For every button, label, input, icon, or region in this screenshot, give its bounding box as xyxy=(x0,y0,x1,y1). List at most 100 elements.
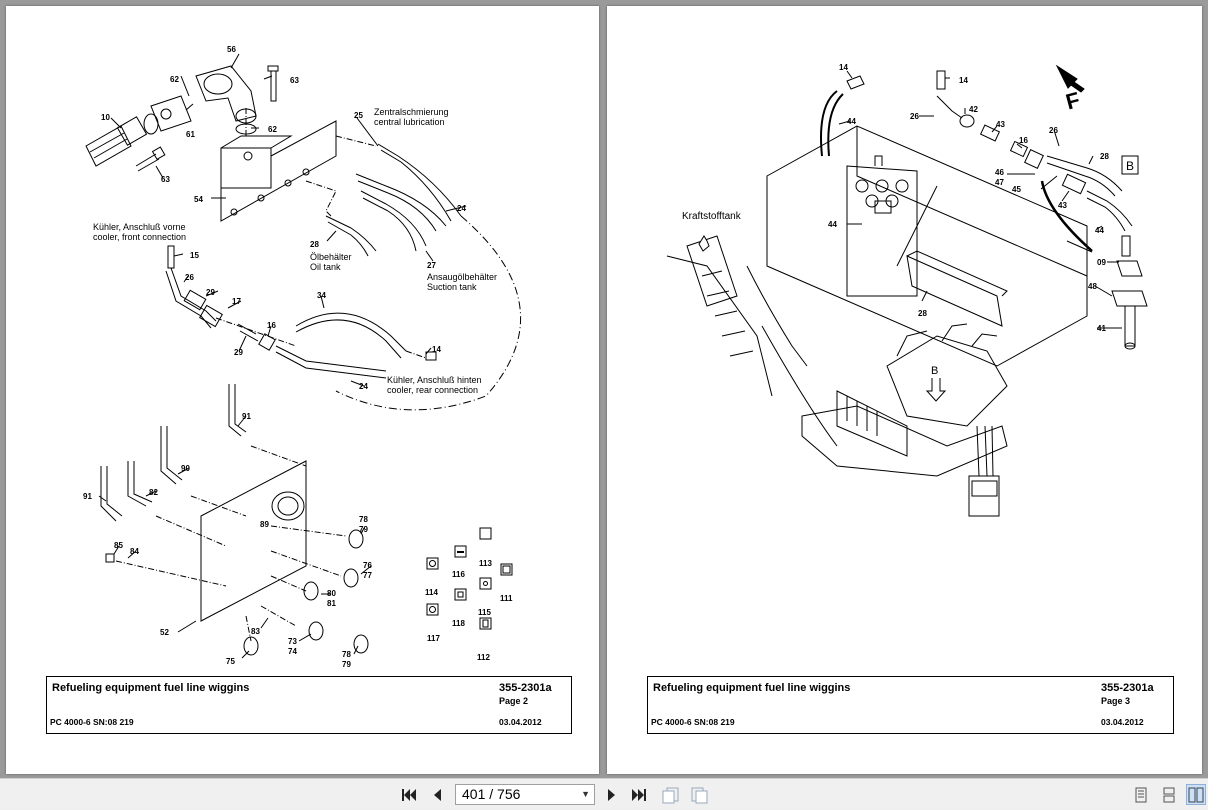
rotate-back-button[interactable] xyxy=(660,785,682,805)
skip-to-first-icon xyxy=(402,789,416,801)
callout-91: 91 xyxy=(242,412,251,421)
callout-63: 63 xyxy=(290,76,299,85)
callout-34: 34 xyxy=(317,291,326,300)
detail-box-label: B xyxy=(1126,159,1134,173)
first-page-button[interactable] xyxy=(398,785,420,805)
callout-90: 90 xyxy=(181,464,190,473)
callout-46: 46 xyxy=(995,168,1004,177)
continuous-view-button[interactable] xyxy=(1159,784,1179,805)
callout-78: 78 xyxy=(359,515,368,524)
next-page-icon xyxy=(608,789,615,801)
callout-27: 27 xyxy=(427,261,436,270)
note-suction-de: Ansaugölbehälter xyxy=(427,272,497,282)
note-cooler-rear-en: cooler, rear connection xyxy=(387,385,478,395)
callout-16: 16 xyxy=(1019,136,1028,145)
pdf-page-2: 56 62 63 10 61 63 62 25 54 24 28 27 15 2… xyxy=(6,6,599,774)
continuous-view-icon xyxy=(1163,787,1175,802)
fuel-tank-label: Kraftstofftank xyxy=(682,211,742,222)
callout-15: 15 xyxy=(190,251,199,260)
issue-date: 03.04.2012 xyxy=(499,717,542,727)
note-cooler-rear-de: Kühler, Anschluß hinten xyxy=(387,375,482,385)
callout-115: 115 xyxy=(478,608,491,617)
callout-28a: 28 xyxy=(1100,152,1109,161)
callout-14b: 14 xyxy=(959,76,968,85)
detail-arrow-label: B xyxy=(931,365,938,377)
callout-28b: 28 xyxy=(918,309,927,318)
callout-29b: 29 xyxy=(234,348,243,357)
callout-42: 42 xyxy=(969,105,978,114)
document-viewport[interactable]: 56 62 63 10 61 63 62 25 54 24 28 27 15 2… xyxy=(0,0,1208,778)
callout-79b: 79 xyxy=(342,660,351,669)
drawing-title: Refueling equipment fuel line wiggins xyxy=(52,682,250,694)
callout-14a: 14 xyxy=(839,63,848,72)
note-suction-en: Suction tank xyxy=(427,282,477,292)
rotate-forward-button[interactable] xyxy=(689,785,711,805)
callout-118: 118 xyxy=(452,619,465,628)
callout-73: 73 xyxy=(288,637,297,646)
callout-79: 79 xyxy=(359,525,368,534)
callout-29: 29 xyxy=(206,288,215,297)
page-number-select[interactable]: 401 / 756 ▼ xyxy=(455,784,595,805)
previous-page-icon xyxy=(434,789,441,801)
next-page-button[interactable] xyxy=(601,785,623,805)
callout-09: 09 xyxy=(1097,258,1106,267)
note-oil-tank-en: Oil tank xyxy=(310,262,341,272)
drawing-title: Refueling equipment fuel line wiggins xyxy=(653,682,851,694)
previous-page-button[interactable] xyxy=(426,785,448,805)
skip-to-last-icon xyxy=(632,789,646,801)
note-cooler-front-en: cooler, front connection xyxy=(93,232,186,242)
machine-overview-drawing: 14 14 44 26 42 43 16 26 28 46 47 45 43 4… xyxy=(666,63,1148,517)
two-page-view-button[interactable] xyxy=(1186,784,1206,805)
title-block: Refueling equipment fuel line wiggins PC… xyxy=(647,676,1174,734)
callout-41: 41 xyxy=(1097,324,1106,333)
callout-10: 10 xyxy=(101,113,110,122)
callout-63b: 63 xyxy=(161,175,170,184)
callout-43a: 43 xyxy=(996,120,1005,129)
callout-14: 14 xyxy=(432,345,441,354)
document-number: 355-2301a xyxy=(499,682,552,694)
note-central-lub-de: Zentralschmierung xyxy=(374,107,449,117)
two-page-view-icon xyxy=(1188,787,1204,802)
callout-45: 45 xyxy=(1012,185,1021,194)
callout-112: 112 xyxy=(477,653,490,662)
callout-83: 83 xyxy=(251,627,260,636)
single-page-view-icon xyxy=(1135,787,1147,802)
last-page-button[interactable] xyxy=(628,785,650,805)
callout-114: 114 xyxy=(425,588,438,597)
callout-43b: 43 xyxy=(1058,201,1067,210)
page-back-icon xyxy=(662,787,679,804)
page-label: Page 3 xyxy=(1101,696,1131,706)
callout-17: 17 xyxy=(232,297,241,306)
callout-44a: 44 xyxy=(847,117,856,126)
callout-74: 74 xyxy=(288,647,297,656)
callout-80: 80 xyxy=(327,589,336,598)
title-block: Refueling equipment fuel line wiggins PC… xyxy=(46,676,572,734)
callout-75: 75 xyxy=(226,657,235,666)
issue-date: 03.04.2012 xyxy=(1101,717,1144,727)
callout-76: 76 xyxy=(363,561,372,570)
model-number: PC 4000-6 SN:08 219 xyxy=(50,717,134,727)
page-navigation-toolbar: 401 / 756 ▼ xyxy=(0,778,1208,810)
callout-26b: 26 xyxy=(1049,126,1058,135)
callout-48: 48 xyxy=(1088,282,1097,291)
callout-44b: 44 xyxy=(1095,226,1104,235)
note-oil-tank-de: Ölbehälter xyxy=(310,252,352,262)
callout-44c: 44 xyxy=(828,220,837,229)
callout-91b: 91 xyxy=(83,492,92,501)
note-cooler-front-de: Kühler, Anschluß vorne xyxy=(93,222,186,232)
callout-84: 84 xyxy=(130,547,139,556)
single-page-view-button[interactable] xyxy=(1131,784,1151,805)
callout-24b: 24 xyxy=(359,382,368,391)
page-label: Page 2 xyxy=(499,696,529,706)
dropdown-arrow-icon: ▼ xyxy=(581,789,590,799)
callout-111: 111 xyxy=(500,594,513,603)
document-number: 355-2301a xyxy=(1101,682,1154,694)
note-central-lub-en: central lubrication xyxy=(374,117,445,127)
callout-54: 54 xyxy=(194,195,203,204)
callout-61: 61 xyxy=(186,130,195,139)
callout-47: 47 xyxy=(995,178,1004,187)
callout-116: 116 xyxy=(452,570,465,579)
callout-26a: 26 xyxy=(910,112,919,121)
callout-113: 113 xyxy=(479,559,492,568)
callout-82: 82 xyxy=(149,488,158,497)
